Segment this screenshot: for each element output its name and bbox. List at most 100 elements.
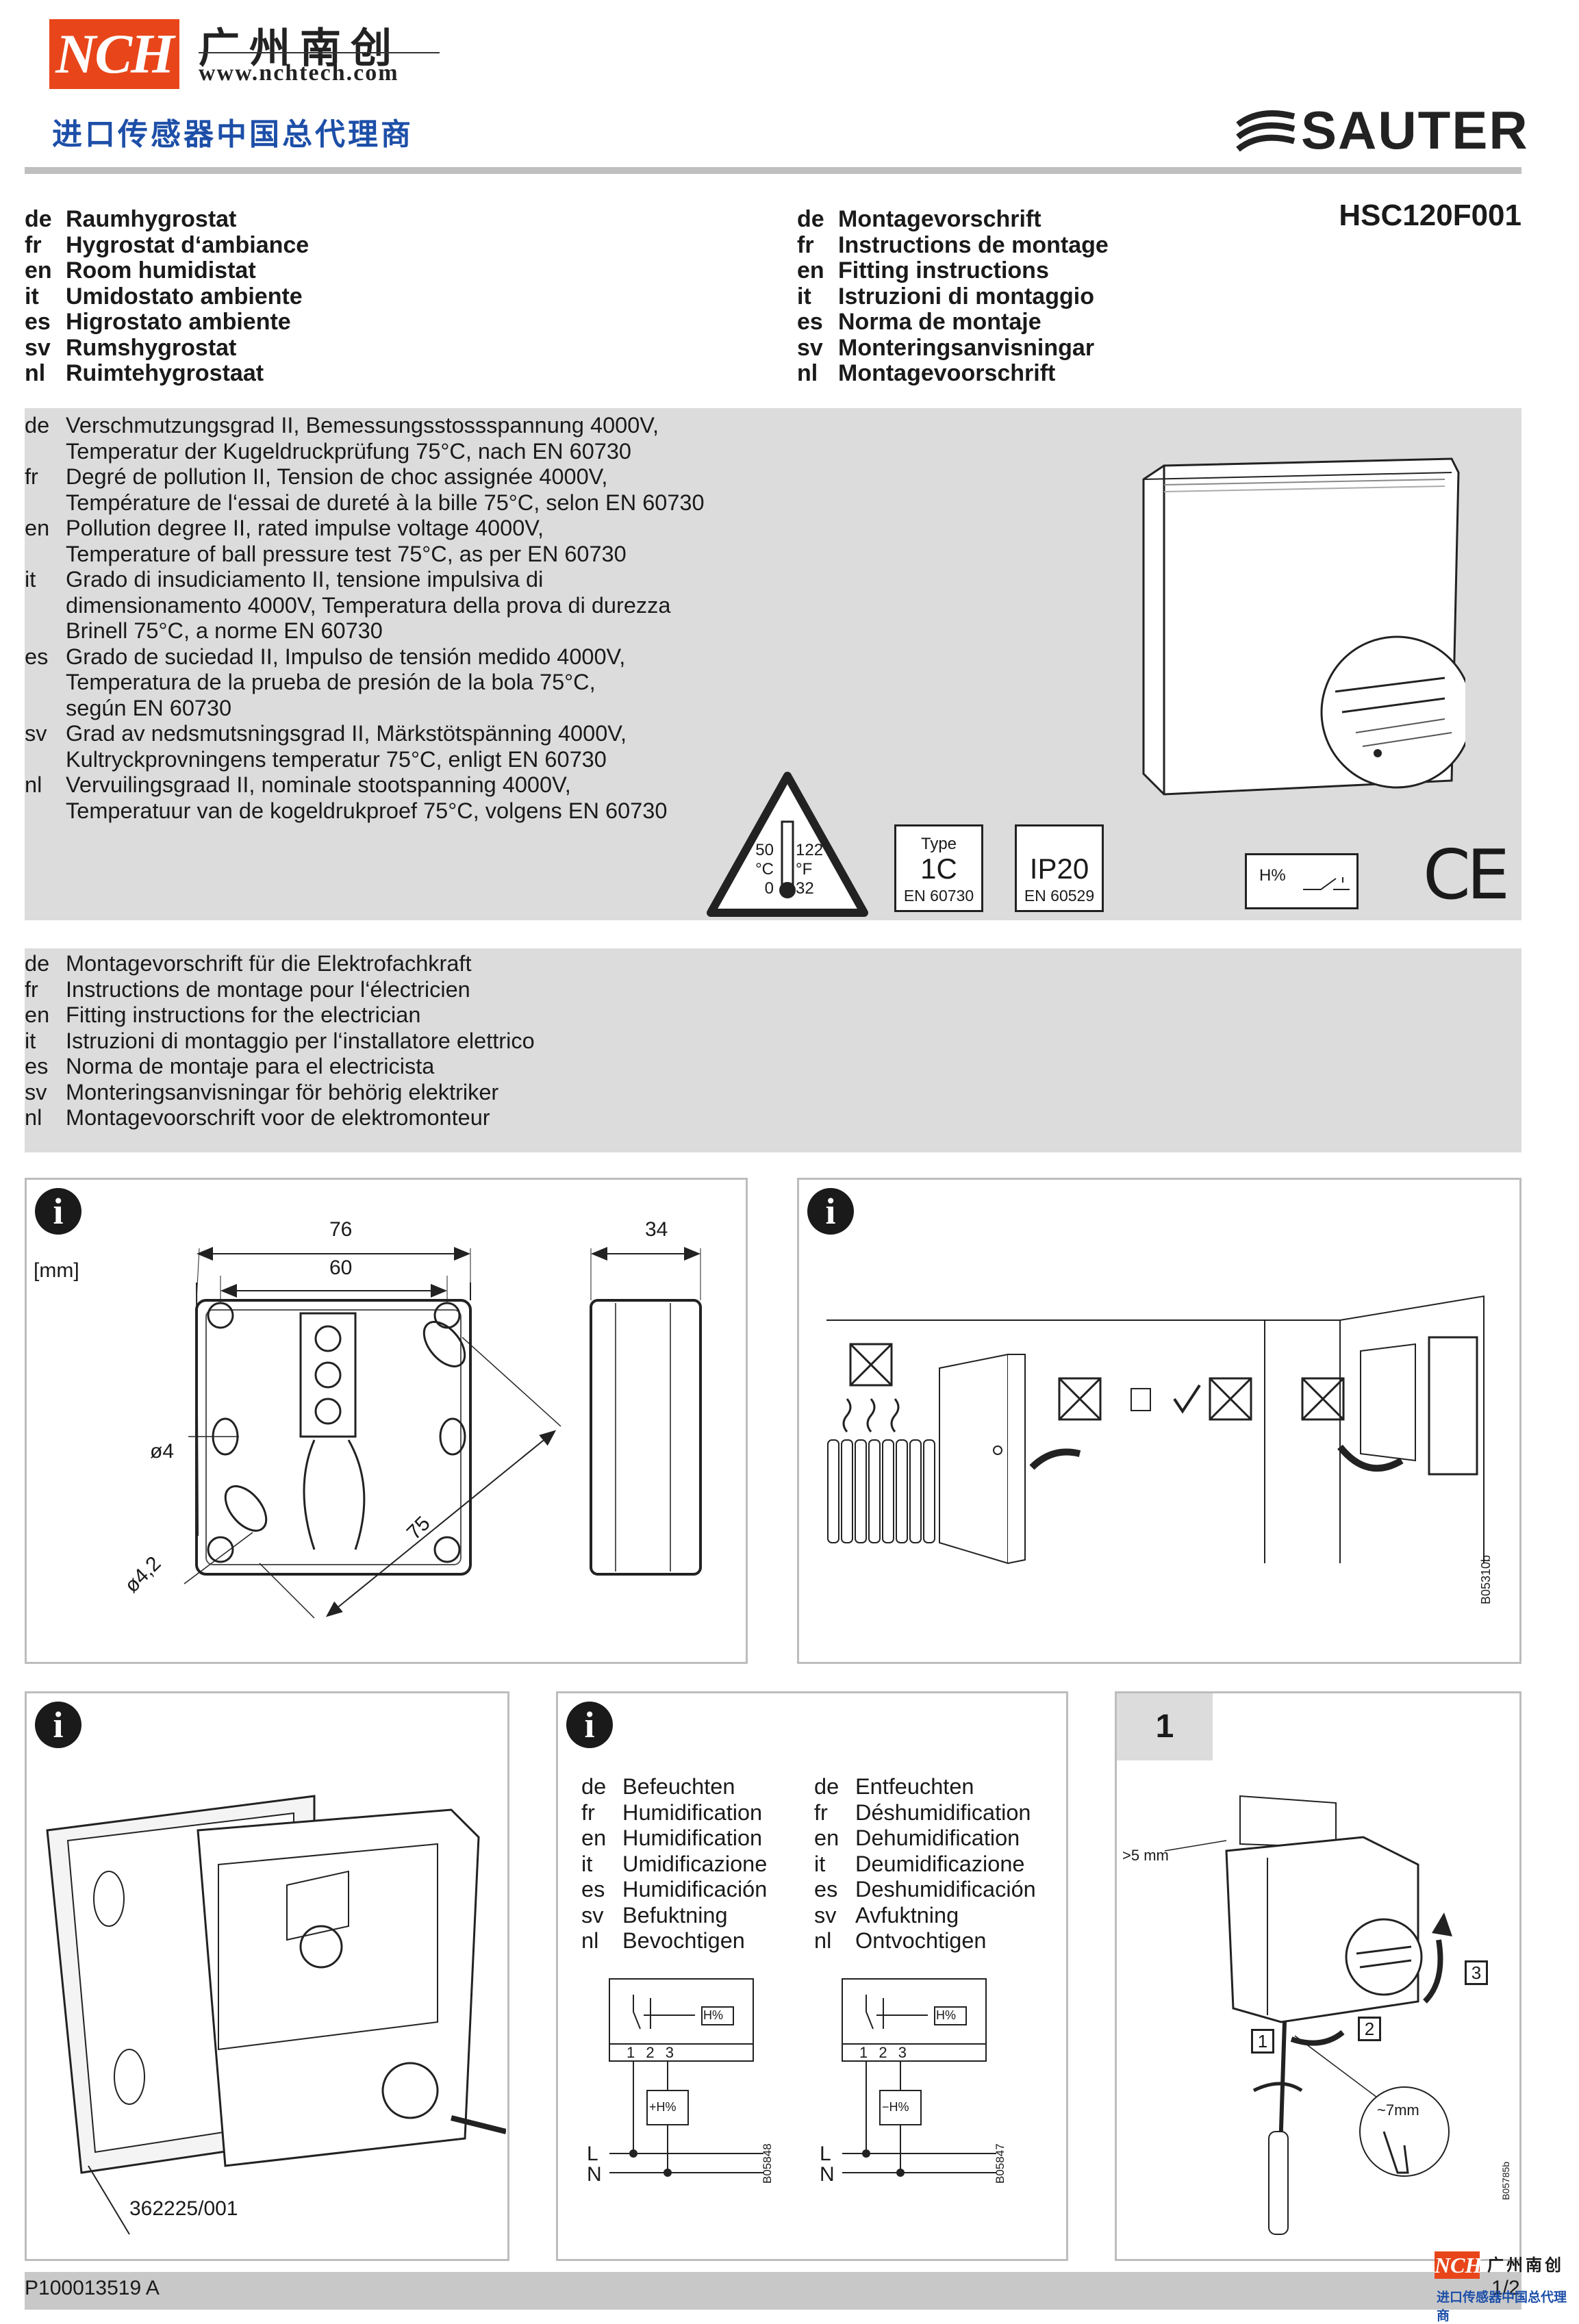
plus-h-label: +H%	[649, 2100, 677, 2114]
language-code: de	[797, 206, 824, 232]
language-code: es	[797, 309, 823, 335]
language-code: en	[581, 1826, 607, 1850]
titles-row: es Higrostato ambiente	[25, 309, 309, 336]
language-code: it	[25, 1028, 36, 1053]
dehumidify-text: Déshumidification	[855, 1799, 1031, 1825]
nch-url: www.nchtech.com	[199, 60, 399, 86]
language-code: es	[25, 309, 51, 335]
spec-text: Vervuilingsgraad II, nominale stootspann…	[66, 772, 571, 797]
titles-text: Hygrostat d‘ambiance	[66, 231, 310, 258]
humidity-switch-symbol: H%	[1245, 853, 1359, 909]
humidify-text: Humidificación	[622, 1877, 768, 1902]
header-rule	[25, 167, 1521, 174]
dehumidify-row: sv Avfuktning	[814, 1903, 1036, 1929]
info-icon: i	[807, 1188, 854, 1235]
doc_types-text: Montagevoorschrift	[838, 360, 1056, 386]
language-code: nl	[25, 360, 46, 386]
language-code: it	[25, 567, 36, 592]
language-code: de	[25, 206, 52, 232]
dehumidify-text: Deumidificazione	[855, 1851, 1025, 1876]
doc_types-text: Monteringsanvisningar	[838, 334, 1095, 361]
dim-hole-distance: 60	[329, 1256, 353, 1279]
spec-text: Grad av nedsmutsningsgrad II, Märkstötsp…	[66, 721, 627, 746]
language-code: nl	[25, 772, 42, 797]
accessory-panel: i 362225/001	[25, 1691, 509, 2261]
language-code	[25, 593, 66, 619]
language-code: sv	[25, 1079, 47, 1104]
doc_types-text: Istruzioni di montaggio	[838, 283, 1094, 310]
language-code: fr	[814, 1799, 828, 1825]
accessory-drawing	[46, 1795, 506, 2235]
minus-h-label: −H%	[882, 2100, 909, 2114]
titles-text: Umidostato ambiente	[66, 283, 303, 310]
language-code: fr	[581, 1799, 595, 1825]
language-code: it	[797, 283, 811, 310]
spec-line: según EN 60730	[25, 696, 730, 722]
language-code: sv	[25, 721, 47, 746]
spec-line: Kultryckprovningens temperatur 75°C, enl…	[25, 747, 730, 773]
language-code: nl	[581, 1928, 599, 1953]
language-code	[25, 618, 66, 644]
titles-row: de Raumhygrostat	[25, 206, 309, 233]
language-code: fr	[25, 231, 42, 258]
step-callout-3: 3	[1465, 1960, 1488, 1985]
titles-text: Higrostato ambiente	[66, 309, 291, 335]
spec-text: Température de l‘essai de dureté à la bi…	[66, 490, 705, 515]
titles-row: fr Hygrostat d‘ambiance	[25, 231, 310, 259]
spec-line: Brinell 75°C, a norme EN 60730	[25, 618, 730, 644]
electrician-text: Instructions de montage pour l‘électrici…	[66, 976, 470, 1002]
language-code: en	[25, 516, 50, 540]
humidify-text: Befuktning	[622, 1902, 728, 1928]
spec-text: según EN 60730	[66, 695, 232, 720]
language-code	[25, 696, 66, 722]
spec-text: Degré de pollution II, Tension de choc a…	[66, 464, 608, 489]
language-code	[25, 490, 66, 516]
nch-mini-logo: NCH	[1435, 2251, 1482, 2279]
language-code: sv	[814, 1902, 837, 1928]
language-code: it	[814, 1851, 826, 1876]
logo-divider	[199, 52, 440, 53]
spec-line: Temperatuur van de kogeldrukproef 75°C, …	[25, 798, 730, 824]
language-code: it	[581, 1851, 593, 1876]
l-left: L	[587, 2143, 598, 2165]
spec-text: Temperature of ball pressure test 75°C, …	[66, 541, 627, 566]
h-label-right: H%	[936, 2008, 957, 2022]
info-icon: i	[566, 1702, 613, 1748]
l-right: L	[820, 2143, 831, 2165]
nch-mini-subtitle: 进口传感器中国总代理商	[1437, 2290, 1567, 2323]
titles-text: Raumhygrostat	[66, 206, 237, 232]
language-code: es	[814, 1877, 838, 1902]
dehumidify-text: Dehumidification	[855, 1826, 1020, 1850]
humidify-text: Humidification	[622, 1826, 763, 1850]
spec-line: dimensionamento 4000V, Temperatura della…	[25, 593, 730, 619]
language-code: sv	[797, 334, 823, 361]
step-callout-2: 2	[1358, 2017, 1381, 2041]
switch-contact-icon	[1303, 877, 1350, 890]
doc_types-text: Montagevorschrift	[838, 206, 1041, 232]
dehumidify-text: Avfuktning	[855, 1902, 959, 1928]
spec-line: Temperature of ball pressure test 75°C, …	[25, 542, 730, 568]
dehumidify-text: Ontvochtigen	[855, 1928, 987, 1953]
doc_types-row: de Montagevorschrift	[797, 206, 1109, 233]
language-code: en	[25, 1002, 50, 1027]
placement-panel: i B05310b	[797, 1178, 1521, 1664]
